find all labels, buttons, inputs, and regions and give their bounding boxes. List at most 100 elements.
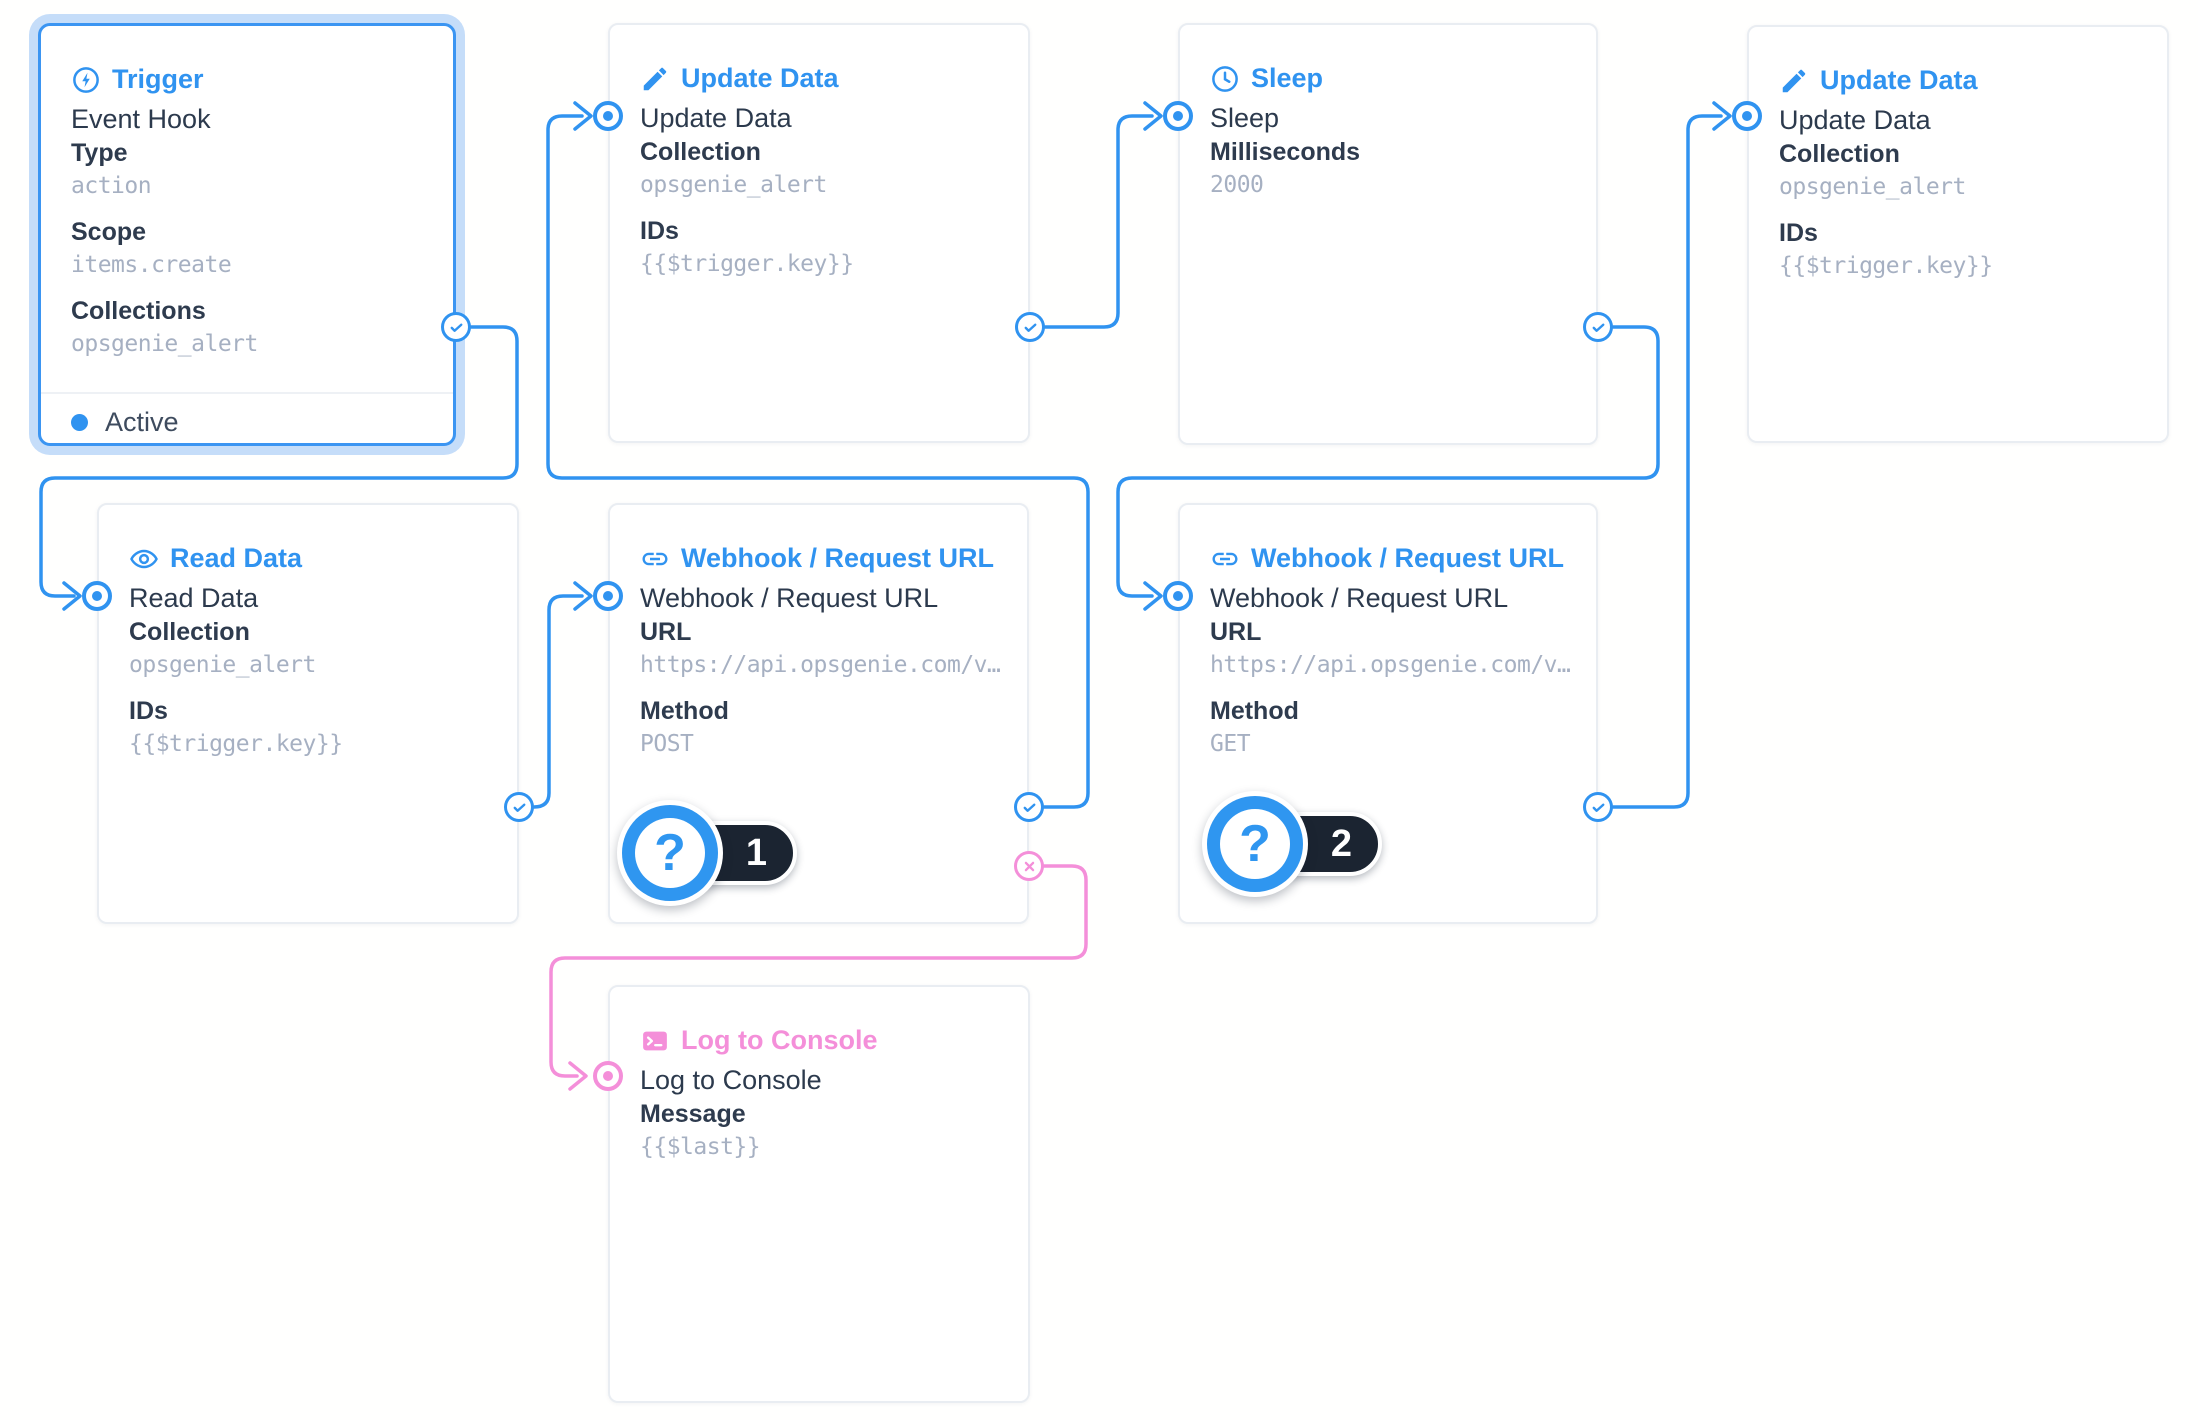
node-read-data[interactable]: Read Data Read Data Collection opsgenie_… [97,503,519,924]
node-title-label: Update Data [1820,65,1978,95]
field-group: Method POST [640,694,1007,761]
node-title-label: Read Data [170,543,303,573]
node-title-label: Sleep [1251,63,1324,93]
field-group: IDs {{$trigger.key}} [129,694,497,761]
trigger-resolve-port[interactable] [441,312,471,342]
field-value: opsgenie_alert [1779,174,1966,200]
field-label: Collection [1779,140,1900,168]
node-webhook-1-title: Webhook / Request URL [640,543,994,574]
wire-update-data-1-to-sleep [1043,114,1154,329]
field-group: IDs {{$trigger.key}} [640,214,1008,281]
field-group: Collection opsgenie_alert [1779,137,2147,204]
node-title-label: Webhook / Request URL [1251,543,1565,573]
question-mark: ? [635,818,705,888]
terminal-icon [640,1026,670,1056]
question-mark: ? [1220,809,1290,879]
wire-sleep-to-webhook-2 [1116,325,1660,598]
webhook-1-reject-port[interactable] [1014,851,1044,881]
update-data-2-input-port[interactable] [1732,101,1762,131]
webhook-2-resolve-port[interactable] [1583,792,1613,822]
link-icon [640,544,670,574]
field-value: GET [1210,731,1251,757]
operation-name: Log to Console [640,1065,822,1095]
active-status-dot [71,414,88,431]
wire-webhook-2-to-update-data-2 [1611,114,1723,809]
active-status-label: Active [105,407,179,437]
field-value: 2000 [1210,172,1264,198]
field-group: URL https://api.opsgenie.com/v… [640,615,1007,682]
webhook-2-unresolved-badge[interactable]: 2 ? [1202,791,1402,901]
sleep-input-port[interactable] [1163,101,1193,131]
pencil-icon [1779,66,1809,96]
node-update-data-2[interactable]: Update Data Update Data Collection opsge… [1747,25,2169,443]
node-log-to-console[interactable]: Log to Console Log to Console Message {{… [608,985,1030,1403]
sleep-resolve-port[interactable] [1583,312,1613,342]
field-label: Scope [71,218,147,246]
wire-webhook-1-to-update-data-1-arrowhead [573,101,593,131]
field-label: Collection [640,138,761,166]
field-value: {{$trigger.key}} [1779,253,1993,279]
eye-icon [129,544,159,574]
node-trigger[interactable]: Trigger Event Hook Type action Scope ite… [38,23,456,446]
field-value: opsgenie_alert [640,172,827,198]
update-data-1-resolve-port[interactable] [1015,312,1045,342]
node-trigger-title: Trigger [71,64,204,95]
field-group: IDs {{$trigger.key}} [1779,216,2147,283]
wire-webhook-2-to-update-data-2-arrowhead [1712,101,1732,131]
field-group: Collections opsgenie_alert [71,294,433,361]
trigger-status: Active [71,407,179,438]
field-label: Collections [71,297,206,325]
trigger-divider [41,392,453,394]
wire-read-data-to-webhook-1 [532,594,584,809]
field-label: IDs [129,697,168,725]
field-value: opsgenie_alert [129,652,316,678]
operation-name: Webhook / Request URL [1210,583,1509,613]
wire-sleep-to-webhook-2-arrowhead [1143,581,1163,611]
wire-webhook-1-reject-to-log [549,864,1088,1078]
node-read-data-title: Read Data [129,543,302,574]
field-group: Milliseconds 2000 [1210,135,1576,202]
node-log-to-console-title: Log to Console [640,1025,877,1056]
field-group: Message {{$last}} [640,1097,1008,1164]
wire-webhook-1-reject-to-log-arrowhead [568,1061,588,1091]
node-title-label: Webhook / Request URL [681,543,995,573]
field-value: opsgenie_alert [71,331,258,357]
update-data-1-input-port[interactable] [593,101,623,131]
field-label: URL [640,618,692,646]
field-label: URL [1210,618,1262,646]
node-update-data-1-title: Update Data [640,63,839,94]
wire-webhook-1-to-update-data-1 [546,114,1090,809]
field-label: Milliseconds [1210,138,1361,166]
field-value: POST [640,731,694,757]
node-webhook-2-title: Webhook / Request URL [1210,543,1564,574]
node-title-label: Log to Console [681,1025,878,1055]
pencil-icon [640,64,670,94]
field-group: Scope items.create [71,215,433,282]
node-update-data-1[interactable]: Update Data Update Data Collection opsge… [608,23,1030,443]
operation-name: Webhook / Request URL [640,583,939,613]
field-label: IDs [640,217,679,245]
webhook-1-unresolved-badge[interactable]: 1 ? [617,800,817,910]
read-data-resolve-port[interactable] [504,792,534,822]
webhook-2-input-port[interactable] [1163,581,1193,611]
read-data-input-port[interactable] [82,581,112,611]
field-value: items.create [71,252,232,278]
node-sleep-title: Sleep [1210,63,1323,94]
log-to-console-input-port[interactable] [593,1061,623,1091]
wire-trigger-to-read-data-arrowhead [62,581,82,611]
webhook-1-resolve-port[interactable] [1014,792,1044,822]
field-group: Method GET [1210,694,1576,761]
field-group: URL https://api.opsgenie.com/v… [1210,615,1576,682]
field-value: https://api.opsgenie.com/v… [1210,652,1571,678]
field-label: Method [640,697,729,725]
operation-name: Sleep [1210,103,1280,133]
node-sleep[interactable]: Sleep Sleep Milliseconds 2000 [1178,23,1598,445]
node-title-label: Trigger [112,64,204,94]
webhook-1-input-port[interactable] [593,581,623,611]
field-label: Type [71,139,128,167]
node-title-label: Update Data [681,63,839,93]
field-group: Collection opsgenie_alert [640,135,1008,202]
field-value: {{$trigger.key}} [129,731,343,757]
field-label: IDs [1779,219,1818,247]
